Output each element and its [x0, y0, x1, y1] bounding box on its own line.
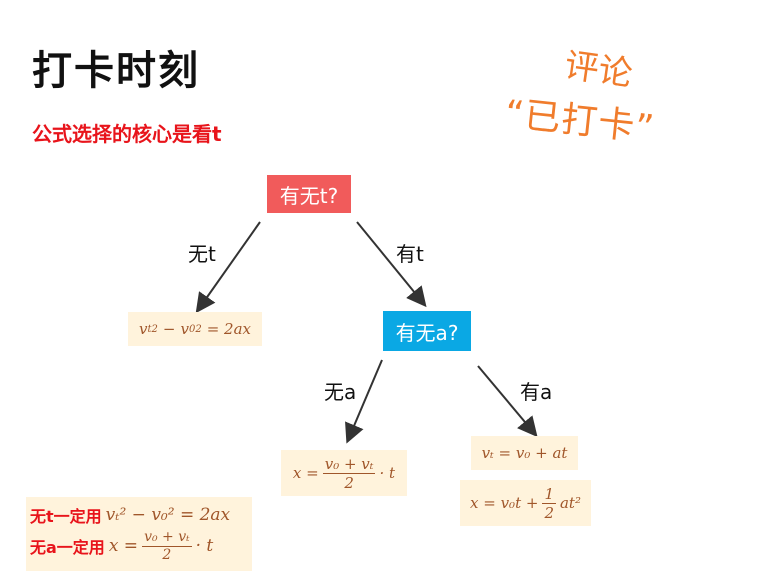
edge-label-no-t: 无t	[188, 242, 216, 266]
summary-formula-no-t: vₜ² − v₀² = 2ax	[105, 505, 231, 525]
arrow-has-a	[477, 365, 538, 438]
summary-label-no-t: 无t一定用	[30, 507, 102, 526]
formula-no-t-v: v	[139, 320, 148, 338]
formula-has-a-num: 1	[542, 484, 556, 504]
summary-formula-no-a-lhs: x =	[108, 536, 139, 557]
formula-has-a-den: 2	[544, 503, 554, 522]
page-title: 打卡时刻	[32, 48, 200, 94]
formula-no-a: x = v₀ + vₜ 2 · t	[281, 450, 407, 496]
summary-den: 2	[162, 546, 172, 563]
arrow-no-t	[195, 221, 261, 314]
summary-label-no-a: 无a一定用	[30, 538, 105, 558]
formula-no-a-lhs: x =	[292, 464, 319, 482]
formula-no-t-sup1: 2	[151, 323, 158, 335]
formula-no-t-v0: v	[180, 320, 189, 338]
formula-no-a-fraction: v₀ + vₜ 2	[322, 454, 376, 492]
formula-no-t-minus: −	[162, 320, 176, 338]
summary-fraction: v₀ + vₜ 2	[142, 529, 192, 564]
summary-box: 无t一定用 vₜ² − v₀² = 2ax 无a一定用 x = v₀ + vₜ …	[26, 497, 252, 571]
decision-node-has-t: 有无t?	[267, 175, 351, 213]
formula-has-a-velocity: vₜ = v₀ + at	[471, 436, 578, 470]
formula-no-t-sub1: t	[147, 323, 152, 335]
decision-node-has-a: 有无a?	[383, 311, 471, 351]
edge-label-no-a: 无a	[324, 380, 357, 404]
formula-no-a-tail: · t	[379, 464, 396, 482]
formula-no-t-rhs: = 2ax	[206, 320, 251, 338]
formula-has-a-fraction: 1 2	[542, 485, 556, 522]
formula-no-a-num: v₀ + vₜ	[322, 454, 376, 474]
summary-num: v₀ + vₜ	[142, 529, 192, 547]
arrow-has-t	[356, 221, 427, 308]
formula-no-a-den: 2	[344, 473, 354, 492]
formula-has-a-lhs: x = v₀t +	[470, 494, 539, 512]
summary-formula-no-a-tail: · t	[195, 536, 214, 557]
edge-label-has-a: 有a	[520, 380, 553, 404]
formula-no-t-sub2: 0	[188, 323, 196, 335]
formula-has-a-tail: at²	[559, 494, 581, 512]
summary-row-no-a: 无a一定用 x = v₀ + vₜ 2 · t	[30, 529, 213, 564]
summary-row-no-t: 无t一定用 vₜ² − v₀² = 2ax	[30, 503, 230, 527]
arrow-no-a	[345, 359, 383, 444]
formula-no-t-sup2: 2	[195, 323, 202, 335]
summary-formula-no-a: x = v₀ + vₜ 2 · t	[109, 529, 213, 564]
page-subtitle: 公式选择的核心是看t	[32, 122, 222, 146]
formula-has-a-displacement: x = v₀t + 1 2 at²	[460, 480, 591, 526]
edge-label-has-t: 有t	[396, 242, 424, 266]
